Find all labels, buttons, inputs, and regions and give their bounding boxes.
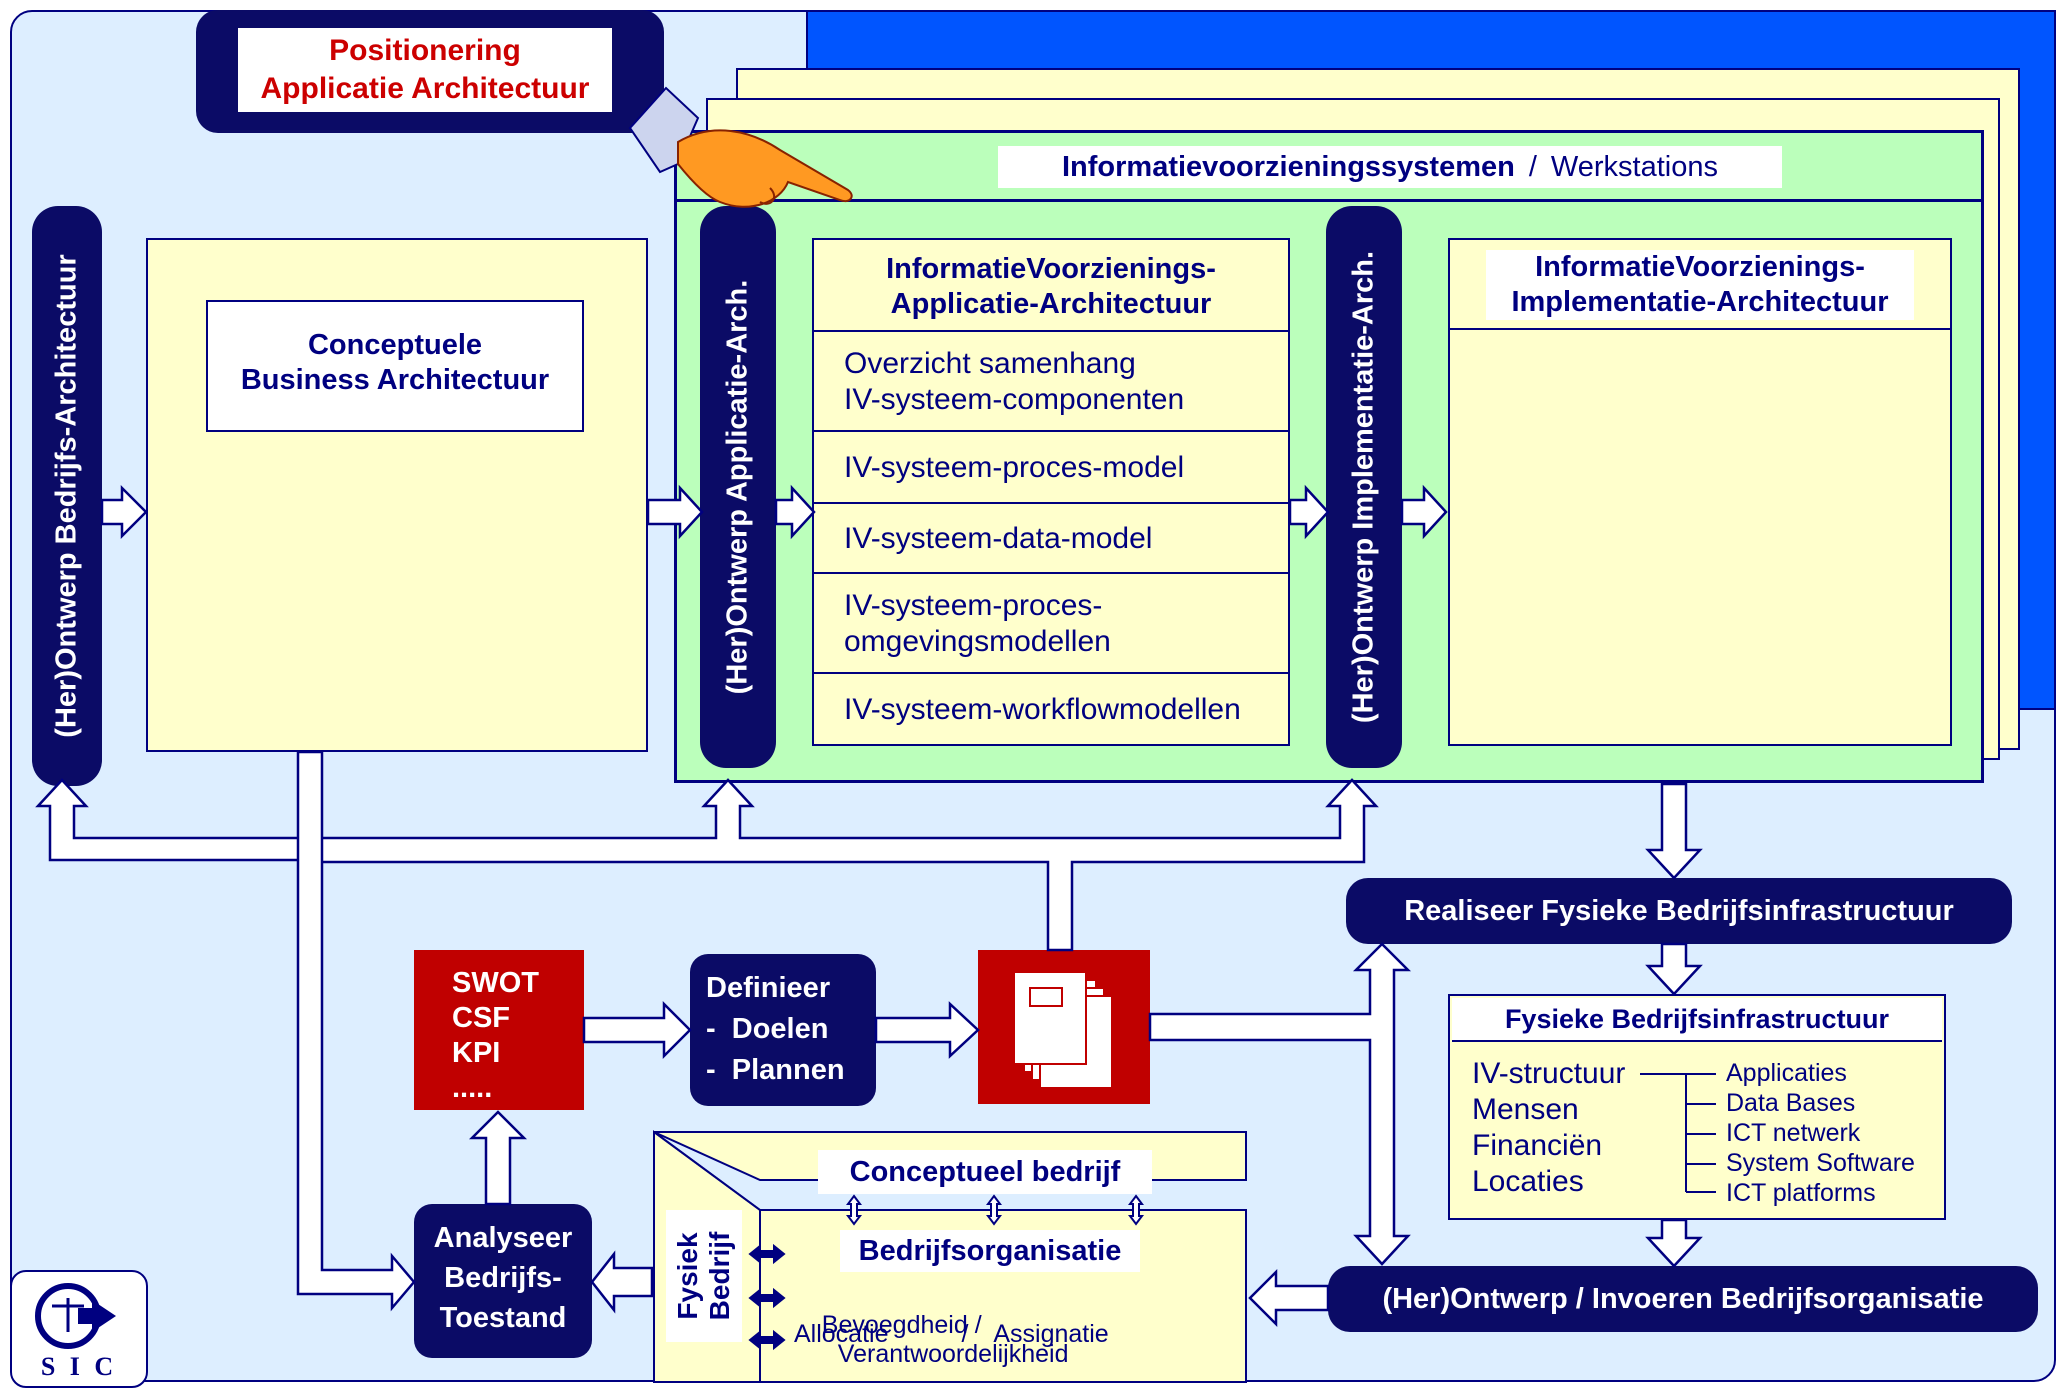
realiseer-infra-pill: Realiseer Fysieke Bedrijfsinfrastructuur: [1346, 878, 2012, 944]
infra-right-item: Data Bases: [1726, 1089, 1856, 1117]
definieer-box: Definieer - Doelen - Plannen: [690, 954, 876, 1106]
analyseer-item: Toestand: [439, 1302, 567, 1334]
herontwerp-applicatie-label: (Her)Ontwerp Applicatie-Arch.: [721, 279, 754, 695]
definieer-item: - Doelen: [706, 1013, 829, 1045]
implementatie-architectuur-panel: InformatieVoorzienings- Implementatie-Ar…: [1448, 238, 1952, 746]
fysiek-bedrijf-box: Fysiek Bedrijf: [666, 1210, 742, 1342]
herontwerp-applicatie-pill: (Her)Ontwerp Applicatie-Arch.: [700, 206, 776, 768]
fysiek-line: Bedrijf: [704, 1231, 735, 1321]
infra-left-list: IV-structuur Mensen Financiën Locaties: [1472, 1056, 1625, 1200]
herontwerp-organisatie-label: (Her)Ontwerp / Invoeren Bedrijfsorganisa…: [1382, 1282, 1984, 1315]
infra-right-item: ICT netwerk: [1726, 1119, 1861, 1147]
iv-systems-divider: [677, 199, 1981, 202]
conceptuele-line-1: Conceptuele: [307, 329, 483, 361]
app-arch-title: InformatieVoorzienings- Applicatie-Archi…: [814, 252, 1288, 322]
herontwerp-bedrijfs-pill: (Her)Ontwerp Bedrijfs-Architectuur: [32, 206, 102, 786]
infra-left-item: IV-structuur: [1472, 1057, 1626, 1090]
iv-systems-subtitle: Werkstations: [1550, 150, 1718, 183]
impl-arch-title: InformatieVoorzienings- Implementatie-Ar…: [1486, 250, 1914, 320]
fysiek-bedrijf-label: Fysiek Bedrijf: [672, 1232, 736, 1321]
sic-logo-icon: [35, 1283, 116, 1349]
impl-arch-divider: [1450, 328, 1950, 330]
analyseer-item: Analyseer: [433, 1222, 573, 1254]
definieer-item: Definieer: [706, 972, 831, 1004]
sic-logo-text: S I C: [40, 1352, 118, 1381]
infra-left-item: Locaties: [1472, 1165, 1584, 1198]
assignatie-text: Assignatie: [993, 1320, 1109, 1348]
title-line-2: Applicatie Architectuur: [260, 72, 590, 105]
row-line: IV-systeem-data-model: [844, 522, 1153, 555]
row-line: IV-systeem-proces-: [844, 589, 1103, 622]
herontwerp-bedrijfs-label: (Her)Ontwerp Bedrijfs-Architectuur: [50, 254, 83, 738]
fysieke-infra-title-box: Fysieke Bedrijfsinfrastructuur: [1452, 998, 1942, 1042]
impl-arch-title-2: Implementatie-Architectuur: [1511, 285, 1889, 318]
impl-arch-title-1: InformatieVoorzienings-: [1535, 251, 1865, 283]
allocatie-text: Allocatie: [794, 1320, 889, 1348]
herontwerp-implementatie-pill: (Her)Ontwerp Implementatie-Arch.: [1326, 206, 1402, 768]
conceptueel-bedrijf-title: Conceptueel bedrijf: [849, 1155, 1121, 1188]
row-line: IV-systeem-componenten: [844, 383, 1185, 416]
verantwoordelijkheid-text: Verantwoordelijkheid: [837, 1340, 1069, 1368]
swot-item: SWOT: [452, 967, 539, 999]
app-arch-row: IV-systeem-data-model: [814, 502, 1288, 574]
row-line: Overzicht samenhang: [844, 347, 1136, 380]
bedrijfsorganisatie-title-box: Bedrijfsorganisatie: [840, 1230, 1140, 1272]
org-row-2: Allocatie / Assignatie: [794, 1320, 1109, 1349]
title-box: Positionering Applicatie Architectuur: [238, 28, 612, 112]
iv-systems-title: Informatievoorzieningssystemen: [1062, 150, 1515, 183]
swot-box: SWOT CSF KPI .....: [414, 950, 584, 1110]
org-row-1: Bevoegdheid / Verantwoordelijkheid: [794, 1282, 1069, 1398]
fysieke-infra-box: Fysieke Bedrijfsinfrastructuur IV-struct…: [1448, 994, 1946, 1220]
infra-right-item: ICT platforms: [1726, 1179, 1876, 1207]
app-arch-row: IV-systeem-proces-model: [814, 430, 1288, 504]
iv-systems-separator: /: [1528, 150, 1537, 183]
pointing-hand-icon: [628, 86, 853, 208]
conceptuele-line-2: Business Architectuur: [240, 363, 550, 396]
applicatie-architectuur-panel: InformatieVoorzienings- Applicatie-Archi…: [812, 238, 1290, 746]
row-line: IV-systeem-workflowmodellen: [844, 693, 1241, 726]
conceptuele-business-box: Conceptuele Business Architectuur: [206, 300, 584, 432]
swot-item: CSF: [452, 1002, 510, 1034]
swot-item: .....: [452, 1072, 493, 1104]
infra-right-item: Applicaties: [1726, 1059, 1847, 1087]
infra-left-item: Mensen: [1472, 1093, 1579, 1126]
definieer-item: - Plannen: [706, 1054, 845, 1086]
allocatie-separator: /: [961, 1320, 969, 1348]
fysieke-infra-title: Fysieke Bedrijfsinfrastructuur: [1504, 1003, 1890, 1034]
app-arch-row: IV-systeem-proces-omgevingsmodellen: [814, 572, 1288, 674]
conceptueel-bedrijf-title-box: Conceptueel bedrijf: [818, 1150, 1152, 1194]
title-line-1: Positionering: [329, 34, 521, 67]
app-arch-title-1: InformatieVoorzienings-: [886, 253, 1216, 285]
app-arch-title-2: Applicatie-Architectuur: [890, 287, 1212, 320]
infra-left-item: Financiën: [1472, 1129, 1603, 1162]
herontwerp-organisatie-pill: (Her)Ontwerp / Invoeren Bedrijfsorganisa…: [1328, 1266, 2038, 1332]
bedrijfsorganisatie-title: Bedrijfsorganisatie: [858, 1234, 1122, 1267]
analyseer-item: Bedrijfs-: [444, 1262, 562, 1294]
row-line: omgevingsmodellen: [844, 625, 1111, 658]
document-box: [978, 950, 1150, 1104]
iv-systems-title-box: Informatievoorzieningssystemen / Werksta…: [998, 146, 1782, 188]
swot-item: KPI: [452, 1037, 501, 1069]
infra-right-item: System Software: [1726, 1149, 1915, 1177]
document-icon: [1013, 971, 1113, 1089]
fysiek-line: Fysiek: [672, 1232, 703, 1320]
analyseer-box: Analyseer Bedrijfs- Toestand: [414, 1204, 592, 1358]
herontwerp-implementatie-label: (Her)Ontwerp Implementatie-Arch.: [1347, 250, 1380, 724]
realiseer-label: Realiseer Fysieke Bedrijfsinfrastructuur: [1404, 894, 1954, 927]
infra-right-list: Applicaties Data Bases ICT netwerk Syste…: [1726, 1058, 1915, 1208]
sic-logo: S I C: [10, 1270, 148, 1388]
row-line: IV-systeem-proces-model: [844, 451, 1185, 484]
bevoegdheid-text: Bevoegdheid /: [821, 1311, 982, 1339]
app-arch-row: IV-systeem-workflowmodellen: [814, 672, 1288, 746]
